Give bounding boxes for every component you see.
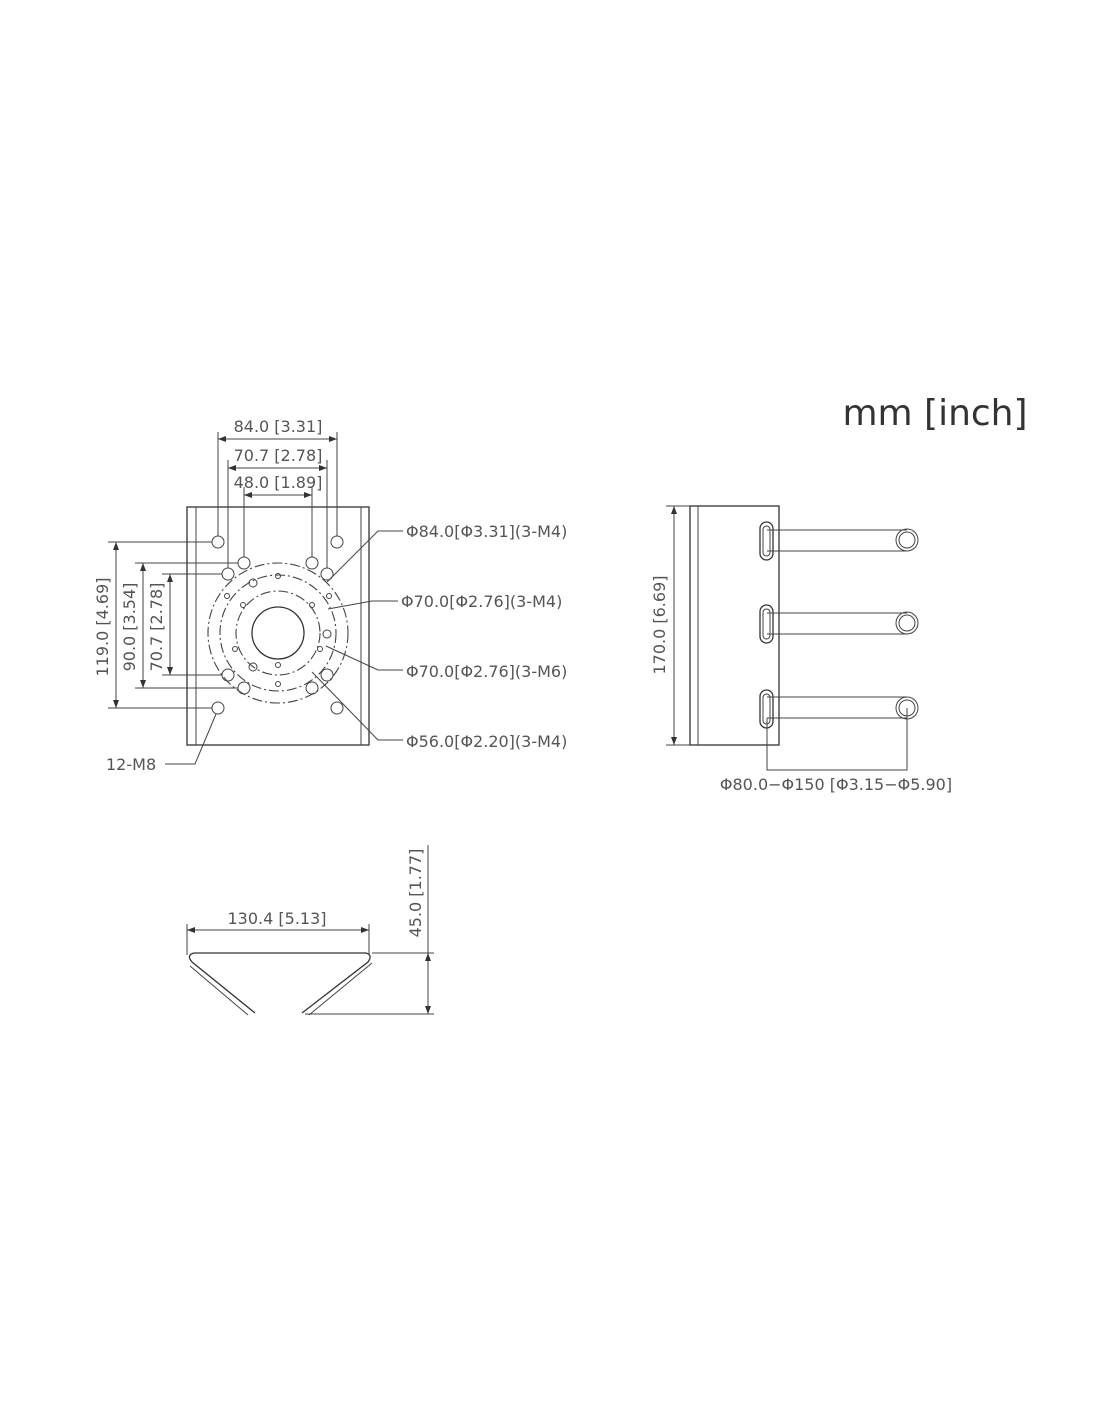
dim-height-119: 119.0 [4.69] [93, 578, 112, 677]
callout-12-m8: 12-M8 [106, 755, 156, 774]
dim-height-70-7: 70.7 [2.78] [147, 583, 166, 672]
dim-depth-45: 45.0 [1.77] [406, 849, 425, 938]
callout-70-m6: Φ70.0[Φ2.76](3-M6) [406, 662, 567, 681]
side-view: 170.0 [6.69] Φ80.0−Φ150 [Φ3.15−Φ5.90] [650, 505, 952, 794]
dim-width-70-7: 70.7 [2.78] [234, 446, 323, 465]
bottom-view: 130.4 [5.13] 45.0 [1.77] [186, 845, 434, 1016]
dim-pole-diameter-range: Φ80.0−Φ150 [Φ3.15−Φ5.90] [720, 775, 952, 794]
callout-84-m4: Φ84.0[Φ3.31](3-M4) [406, 522, 567, 541]
callout-70-m4: Φ70.0[Φ2.76](3-M4) [401, 592, 562, 611]
dim-width-130-4: 130.4 [5.13] [228, 909, 327, 928]
clamp-straps [759, 521, 919, 729]
callout-56-m4: Φ56.0[Φ2.20](3-M4) [406, 732, 567, 751]
dim-height-170: 170.0 [6.69] [650, 576, 669, 675]
dim-height-90: 90.0 [3.54] [120, 583, 139, 672]
front-view: 84.0 [3.31] 70.7 [2.78] 48.0 [1.89] 119.… [93, 417, 567, 774]
dim-width-84: 84.0 [3.31] [234, 417, 323, 436]
dim-width-48: 48.0 [1.89] [234, 473, 323, 492]
units-label: mm [inch] [842, 393, 1027, 434]
